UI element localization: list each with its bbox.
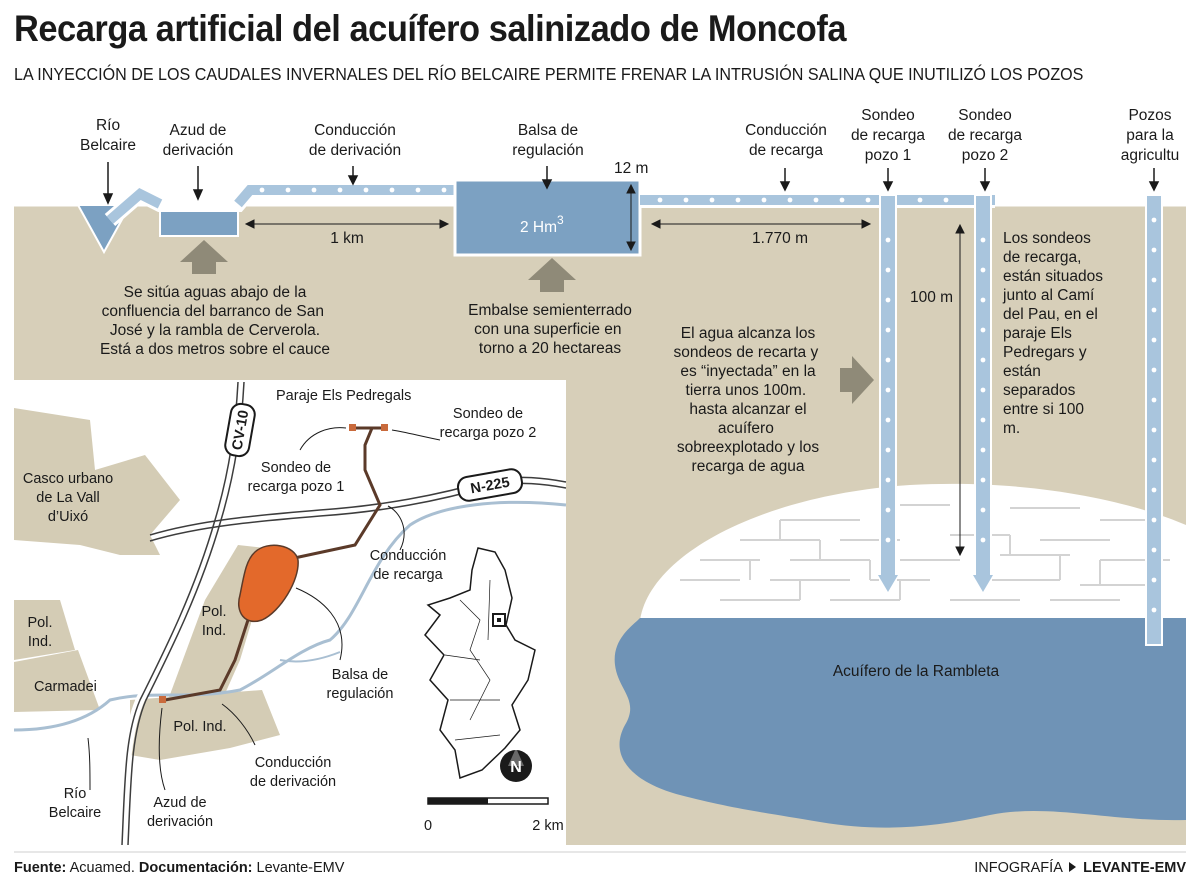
location-map: CV-10 N-225 N 0 2 km Paraje El: [13, 380, 567, 846]
map-balsa: [238, 544, 299, 623]
urban-pol-1: [168, 545, 265, 705]
label-1km: 1 km: [330, 230, 364, 247]
flow-dots: [259, 187, 1157, 613]
play-icon: [1069, 862, 1077, 872]
grey-arrows: [180, 240, 874, 404]
map-river: [13, 500, 567, 732]
rock-bricks: [680, 504, 1170, 601]
map-pointers: [87, 427, 441, 791]
aquifer-water: [614, 618, 1186, 828]
svg-text:N-225: N-225: [469, 475, 511, 498]
north-compass: [500, 750, 532, 782]
well-1: [879, 194, 897, 581]
agri-well: [1145, 194, 1163, 646]
label-100m: 100 m: [910, 289, 953, 306]
scale-2km: 2 km: [532, 818, 563, 834]
urban-casco: [14, 408, 180, 555]
map-pol-ind-3: Pol. Ind.: [173, 719, 226, 735]
north-label: N: [510, 759, 522, 776]
map-conduccion-derivacion: [164, 619, 250, 702]
balsa-volume: 2 Hm3: [520, 213, 564, 236]
rock-zone: [640, 483, 1186, 620]
urban-pol-2: [14, 600, 75, 660]
label-12m: 12 m: [614, 160, 648, 177]
dimension-lines: [244, 183, 965, 557]
azud-pond: [159, 209, 239, 237]
urban-carmadei: [14, 650, 100, 712]
map-pol-ind-2: Pol.Ind.: [28, 615, 53, 650]
label-1770m: 1.770 m: [752, 230, 808, 247]
svg-text:CV-10: CV-10: [230, 409, 253, 451]
footer-source: Fuente: Acuamed. Documentación: Levante-…: [14, 860, 345, 876]
shield-cv10: CV-10: [224, 402, 256, 458]
map-pol-ind-1: Pol.Ind.: [202, 604, 227, 639]
balsa-reservoir: [453, 178, 642, 257]
page-title: Recarga artificial del acuífero saliniza…: [14, 8, 847, 49]
urban-pol-3: [130, 690, 280, 760]
scale-0: 0: [424, 818, 432, 834]
map-carmadei: Carmadei: [34, 679, 97, 695]
footer-brand: INFOGRAFÍA LEVANTE-EMV: [974, 860, 1186, 876]
well-2: [974, 194, 992, 581]
shield-n225: N-225: [456, 468, 524, 502]
map-paraje: Paraje Els Pedregals: [276, 388, 411, 404]
aquifer-label: Acuífero de la Rambleta: [833, 663, 1000, 680]
page-subtitle: LA INYECCIÓN DE LOS CAUDALES INVERNALES …: [14, 64, 1084, 84]
label-pointers: [102, 162, 1160, 205]
